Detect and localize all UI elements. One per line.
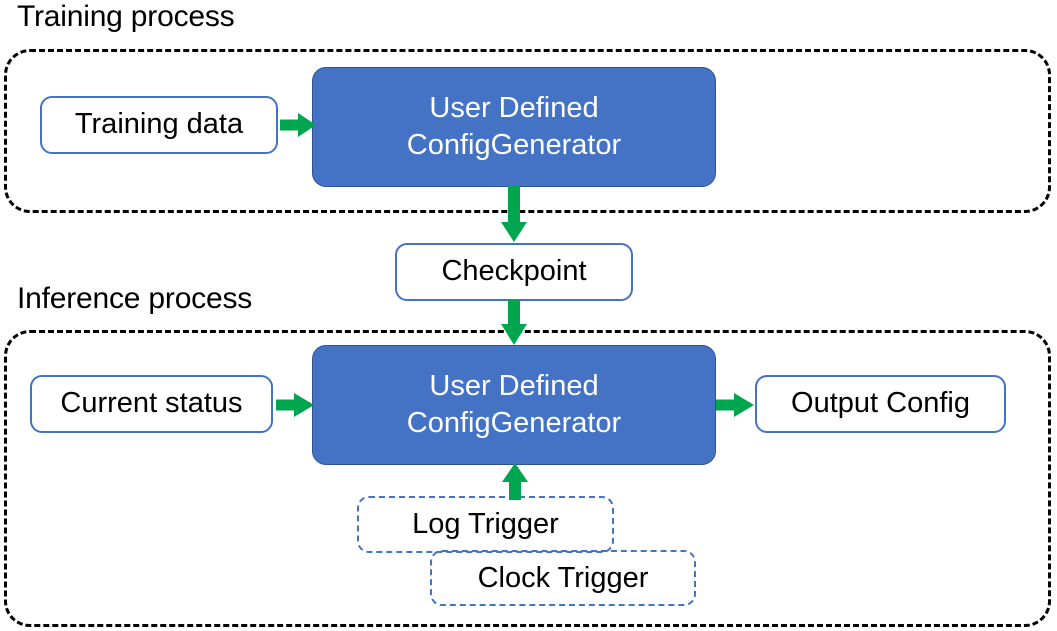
clock-trigger-label: Clock Trigger — [477, 561, 649, 594]
training-data-label: Training data — [74, 108, 244, 141]
log-trigger-node[interactable]: Log Trigger — [357, 496, 614, 553]
inference-config-generator-node[interactable]: User Defined ConfigGenerator — [312, 345, 716, 465]
inference-config-generator-line1: User Defined — [429, 369, 599, 402]
inference-config-generator-line2: ConfigGenerator — [406, 407, 622, 439]
training-data-node[interactable]: Training data — [40, 96, 278, 154]
training-config-generator-line2: ConfigGenerator — [406, 129, 622, 161]
current-status-label: Current status — [60, 387, 243, 420]
checkpoint-label: Checkpoint — [441, 255, 587, 288]
checkpoint-node[interactable]: Checkpoint — [395, 243, 633, 301]
log-trigger-label: Log Trigger — [412, 508, 559, 540]
inference-process-container — [4, 330, 1051, 627]
training-config-generator-node[interactable]: User Defined ConfigGenerator — [312, 67, 716, 187]
inference-process-title: Inference process — [17, 282, 253, 315]
output-config-label: Output Config — [791, 387, 970, 420]
training-config-generator-line1: User Defined — [429, 91, 599, 124]
current-status-node[interactable]: Current status — [30, 375, 273, 433]
training-process-title: Training process — [17, 0, 235, 33]
output-config-node[interactable]: Output Config — [755, 375, 1006, 433]
clock-trigger-node[interactable]: Clock Trigger — [430, 550, 696, 606]
training-process-container — [4, 49, 1051, 213]
